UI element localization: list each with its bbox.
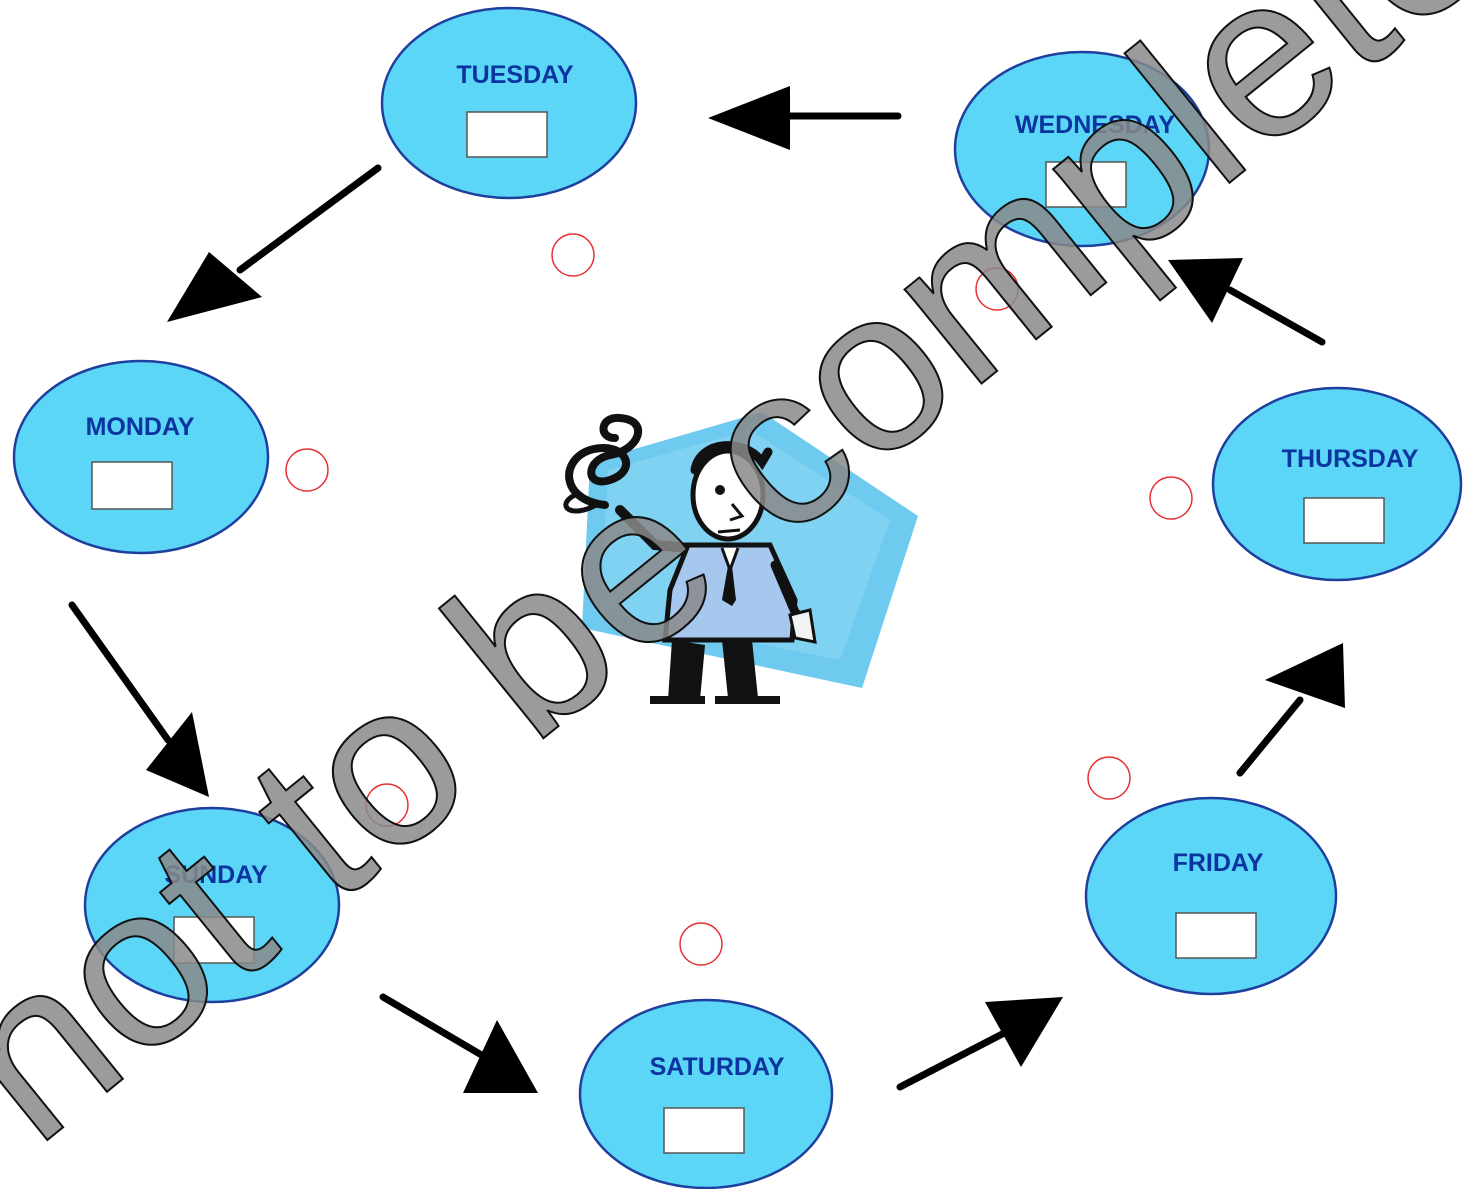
answer-box-saturday[interactable] [663, 1107, 745, 1154]
node-monday: MONDAY [12, 359, 270, 555]
day-label-sunday: SUNDAY [164, 861, 268, 889]
radio-circle[interactable] [975, 267, 1019, 311]
arrow-sunday-to-saturday [379, 993, 538, 1093]
day-label-monday: MONDAY [86, 413, 195, 441]
arrow-thursday-to-wednesday [1168, 258, 1326, 346]
arrow-wednesday-to-tuesday [708, 86, 902, 150]
radio-circles [285, 233, 1193, 966]
arrow-friday-to-thursday [1236, 643, 1345, 777]
day-label-wednesday: WEDNESDAY [1015, 111, 1176, 139]
radio-circle[interactable] [285, 448, 329, 492]
node-friday: FRIDAY [1084, 796, 1338, 996]
arrow-saturday-to-friday [896, 997, 1063, 1091]
radio-circle[interactable] [551, 233, 595, 277]
node-wednesday: WEDNESDAY [953, 50, 1211, 248]
answer-box-sunday[interactable] [173, 916, 255, 964]
radio-circle[interactable] [365, 783, 409, 827]
day-label-saturday: SATURDAY [650, 1053, 785, 1081]
confused-man-icon [563, 412, 918, 704]
answer-box-friday[interactable] [1175, 912, 1257, 959]
radio-circle[interactable] [1087, 756, 1131, 800]
day-label-friday: FRIDAY [1173, 849, 1264, 877]
answer-box-wednesday[interactable] [1045, 161, 1127, 208]
radio-circle[interactable] [679, 922, 723, 966]
day-label-thursday: THURSDAY [1282, 445, 1419, 473]
node-saturday: SATURDAY [578, 998, 834, 1189]
node-tuesday: TUESDAY [380, 6, 638, 200]
arrows [68, 86, 1345, 1093]
node-sunday: SUNDAY [83, 806, 341, 1004]
arrow-monday-to-sunday [68, 601, 209, 797]
node-thursday: THURSDAY [1211, 386, 1463, 582]
day-label-tuesday: TUESDAY [456, 61, 573, 89]
radio-circle[interactable] [1149, 476, 1193, 520]
answer-box-monday[interactable] [91, 461, 173, 510]
arrow-tuesday-to-monday [167, 164, 382, 322]
answer-box-thursday[interactable] [1303, 497, 1385, 544]
answer-box-tuesday[interactable] [466, 111, 548, 158]
